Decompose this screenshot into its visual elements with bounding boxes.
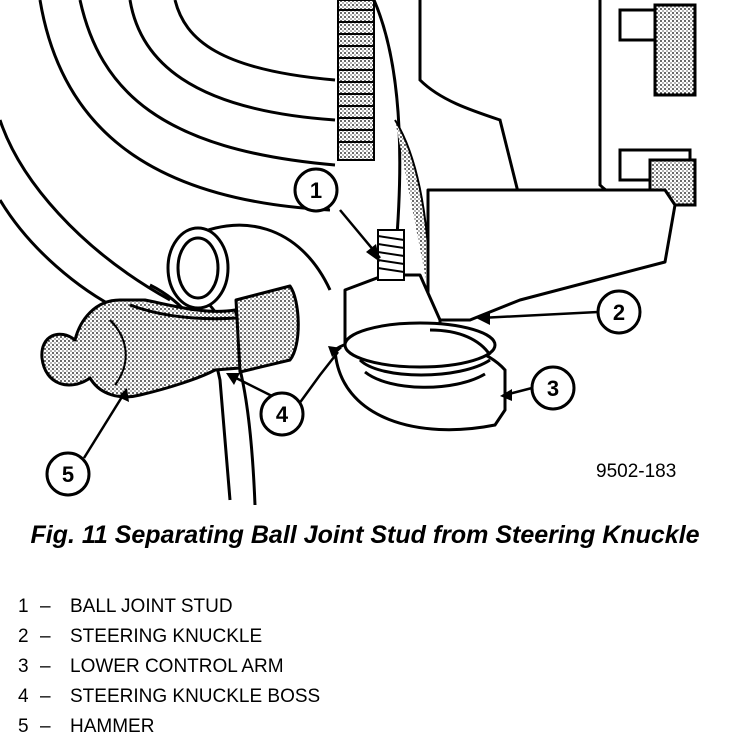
- legend-list: 1–BALL JOINT STUD 2–STEERING KNUCKLE 3–L…: [18, 592, 320, 742]
- legend-item-separator: –: [40, 716, 51, 737]
- legend-item-label: HAMMER: [70, 716, 155, 737]
- callout-1-label: 1: [310, 178, 322, 203]
- figure-code: 9502-183: [596, 461, 676, 482]
- tire-outline: [0, 0, 336, 312]
- figure-caption: Fig. 11 Separating Ball Joint Stud from …: [30, 521, 700, 549]
- legend-item-label: LOWER CONTROL ARM: [70, 656, 284, 677]
- legend-item-separator: –: [40, 686, 51, 707]
- callout-5: 5: [45, 451, 91, 497]
- callout-1: 1: [293, 167, 339, 213]
- callout-3: 3: [530, 365, 576, 411]
- legend-item: 4–STEERING KNUCKLE BOSS: [18, 682, 320, 712]
- callout-4: 4: [259, 391, 305, 437]
- legend-item: 2–STEERING KNUCKLE: [18, 622, 320, 652]
- callout-3-label: 3: [547, 376, 559, 401]
- control-arm-bushing: [166, 226, 230, 310]
- hammer: [40, 284, 300, 399]
- legend-item-label: STEERING KNUCKLE: [70, 626, 263, 647]
- legend-item-number: 1: [18, 596, 29, 617]
- legend-item-number: 5: [18, 716, 29, 737]
- callout-2-label: 2: [613, 300, 625, 325]
- callout-4-label: 4: [276, 402, 289, 427]
- legend-item-number: 3: [18, 656, 29, 677]
- legend-item-separator: –: [40, 626, 51, 647]
- callout-2: 2: [596, 289, 642, 335]
- legend-item-number: 2: [18, 626, 29, 647]
- legend-item-separator: –: [40, 596, 51, 617]
- lower-control-arm: [149, 223, 507, 505]
- legend-item-label: BALL JOINT STUD: [70, 596, 233, 617]
- legend-item: 5–HAMMER: [18, 712, 320, 742]
- leader-arrowheads: [118, 244, 512, 402]
- callout-5-label: 5: [62, 462, 74, 487]
- legend-item-number: 4: [18, 686, 29, 707]
- brake-rotor: [337, 0, 431, 301]
- legend-item-separator: –: [40, 656, 51, 677]
- legend-item: 1–BALL JOINT STUD: [18, 592, 320, 622]
- ball-joint-illustration: 1 2 3 4 5 9502-183: [0, 0, 697, 505]
- legend-item: 3–LOWER CONTROL ARM: [18, 652, 320, 682]
- wheel-hub: [418, 0, 697, 207]
- legend-item-label: STEERING KNUCKLE BOSS: [70, 686, 321, 707]
- ball-joint-stud: [377, 229, 405, 281]
